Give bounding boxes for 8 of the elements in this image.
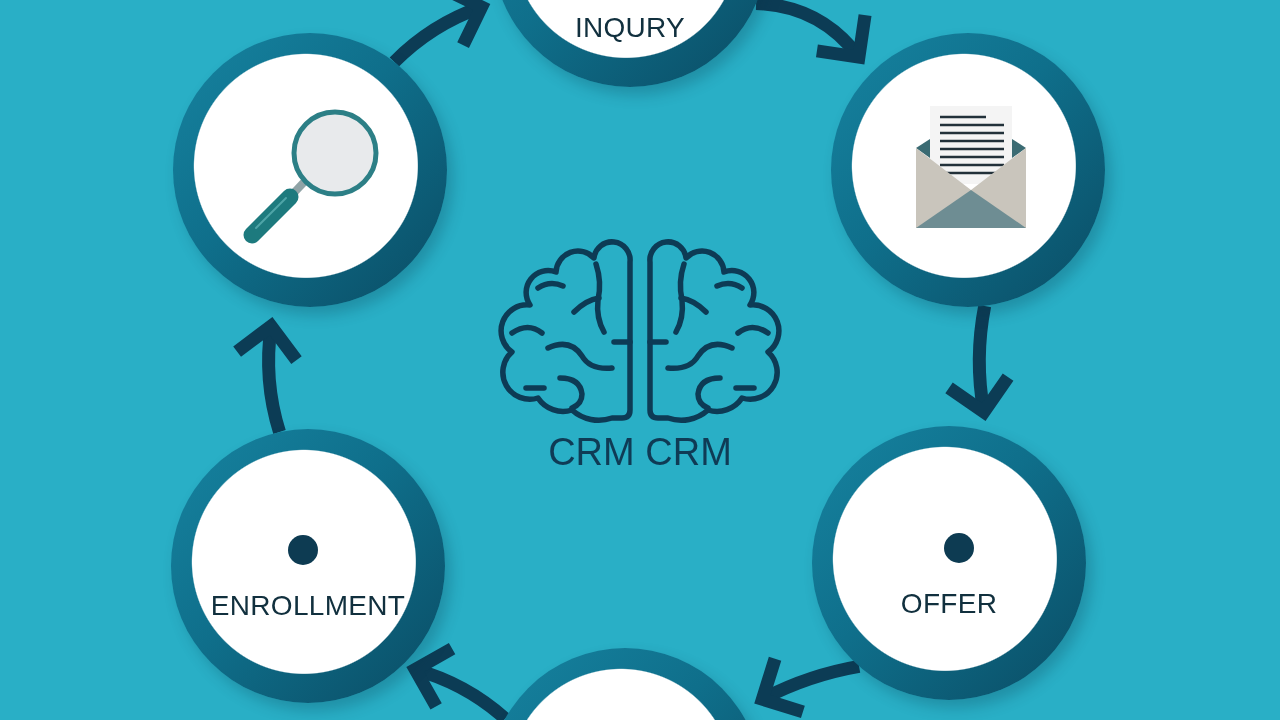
arrow: [389, 0, 489, 67]
arrow: [231, 319, 304, 434]
center-label: CRM CRM: [548, 432, 732, 472]
step-label: INQURY: [574, 14, 686, 42]
step-label: OFFER: [900, 590, 998, 618]
step-label: ENROLLMENT: [210, 592, 406, 620]
arrow: [408, 642, 510, 720]
arrow: [755, 0, 871, 64]
